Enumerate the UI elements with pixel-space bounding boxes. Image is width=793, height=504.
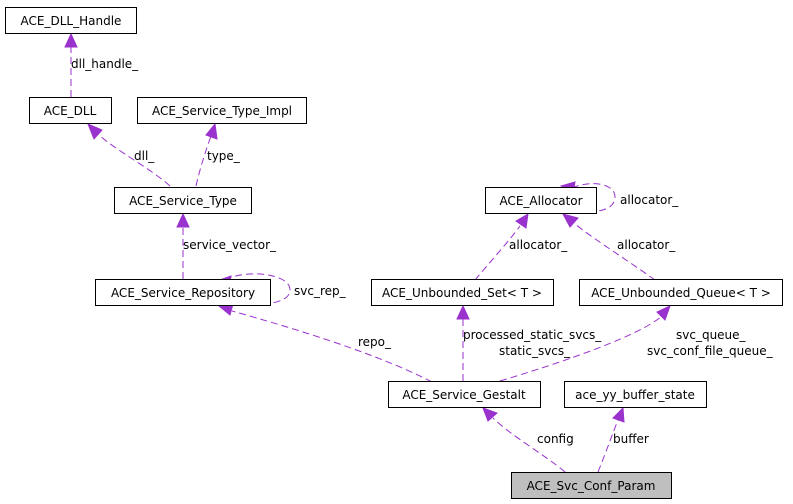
edge-service-type-to-service-type-impl bbox=[195, 122, 218, 187]
edge-service-gestalt-to-service-repository bbox=[217, 303, 433, 383]
arrowhead-icon bbox=[562, 213, 579, 228]
arrowhead-icon bbox=[656, 305, 671, 321]
edge-svc-conf-param-to-yy-buffer-state bbox=[597, 406, 625, 473]
edge-label-service-vector: service_vector_ bbox=[183, 238, 277, 252]
edge-unbounded-queue-to-allocator bbox=[562, 213, 656, 281]
edge-label-buffer: buffer bbox=[613, 432, 649, 446]
node-label: ACE_Allocator bbox=[499, 194, 582, 208]
arrowhead-icon bbox=[482, 407, 498, 422]
edge-svc-conf-param-to-service-gestalt bbox=[482, 407, 566, 473]
edge-service-gestalt-to-unbounded-queue bbox=[499, 305, 671, 382]
node-ace-unbounded-set[interactable]: ACE_Unbounded_Set< T > bbox=[371, 279, 554, 306]
edge-label-svc-queue: svc_queue_ bbox=[676, 328, 747, 342]
node-label: ACE_Svc_Conf_Param bbox=[527, 479, 656, 493]
node-ace-service-gestalt[interactable]: ACE_Service_Gestalt bbox=[388, 381, 541, 408]
edge-label-allocator-self: allocator_ bbox=[620, 193, 679, 207]
node-ace-service-repository[interactable]: ACE_Service_Repository bbox=[95, 279, 271, 306]
node-label: ACE_Service_Type bbox=[129, 194, 237, 208]
edge-service-type-to-dll bbox=[87, 123, 171, 187]
edge-label-static-svcs: static_svcs_ bbox=[499, 344, 571, 358]
arrowhead-icon bbox=[176, 212, 190, 228]
arrowhead-icon bbox=[205, 122, 218, 140]
node-label: ACE_Service_Type_Impl bbox=[152, 104, 292, 118]
edge-label-svc-rep: svc_rep_ bbox=[294, 284, 347, 298]
edge-service-repository-to-service-type bbox=[176, 212, 190, 279]
node-ace-svc-conf-param[interactable]: ACE_Svc_Conf_Param bbox=[511, 472, 672, 499]
edge-label-repo: repo_ bbox=[358, 335, 392, 349]
node-ace-allocator[interactable]: ACE_Allocator bbox=[485, 187, 597, 214]
node-ace-service-type[interactable]: ACE_Service_Type bbox=[114, 187, 252, 214]
node-ace-yy-buffer-state[interactable]: ace_yy_buffer_state bbox=[564, 381, 707, 408]
edge-service-gestalt-to-unbounded-set bbox=[456, 304, 470, 381]
node-label: ACE_DLL bbox=[44, 104, 97, 118]
edge-label-processed-static-svcs: processed_static_svcs_ bbox=[463, 328, 602, 342]
node-label: ACE_Unbounded_Set< T > bbox=[382, 286, 542, 300]
node-label: ACE_Service_Repository bbox=[111, 286, 255, 300]
edge-label-allocator-queue: allocator_ bbox=[617, 238, 676, 252]
node-ace-unbounded-queue[interactable]: ACE_Unbounded_Queue< T > bbox=[579, 279, 783, 306]
arrowhead-icon bbox=[612, 406, 625, 423]
node-label: ACE_Service_Gestalt bbox=[402, 388, 526, 402]
arrowhead-icon bbox=[87, 123, 103, 140]
edge-label-config: config bbox=[537, 432, 574, 446]
edge-label-allocator-set: allocator_ bbox=[509, 238, 568, 252]
node-label: ACE_Unbounded_Queue< T > bbox=[591, 286, 771, 300]
node-ace-service-type-impl[interactable]: ACE_Service_Type_Impl bbox=[137, 97, 307, 124]
node-label: ACE_DLL_Handle bbox=[21, 14, 122, 28]
edge-dll-to-dll-handle bbox=[64, 32, 78, 97]
arrowhead-icon bbox=[515, 213, 529, 229]
edge-unbounded-set-to-allocator bbox=[474, 213, 529, 281]
edge-label-dll: dll_ bbox=[134, 149, 155, 163]
node-ace-dll[interactable]: ACE_DLL bbox=[29, 97, 112, 124]
edge-label-svc-conf-file-queue: svc_conf_file_queue_ bbox=[647, 344, 774, 358]
edge-label-dll-handle: dll_handle_ bbox=[71, 57, 139, 71]
node-label: ace_yy_buffer_state bbox=[575, 388, 695, 402]
edge-label-type: type_ bbox=[207, 149, 241, 163]
arrowhead-icon bbox=[64, 32, 78, 48]
node-ace-dll-handle[interactable]: ACE_DLL_Handle bbox=[5, 7, 137, 34]
arrowhead-icon bbox=[456, 304, 470, 320]
